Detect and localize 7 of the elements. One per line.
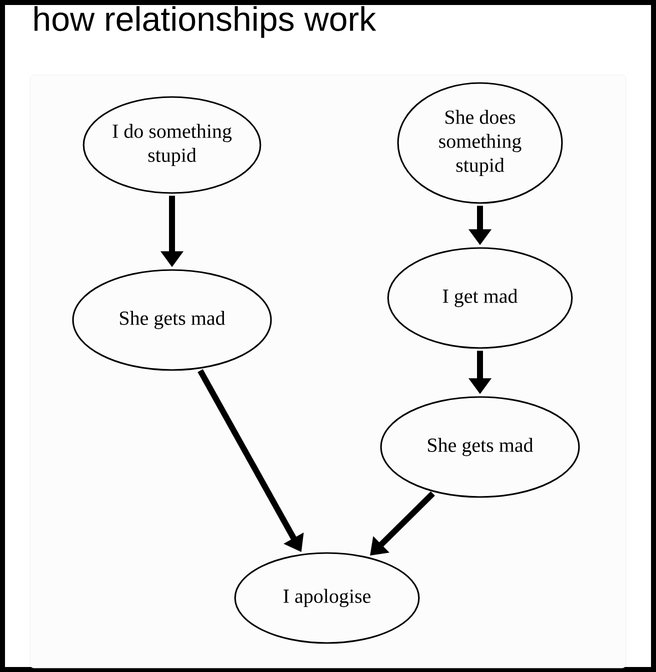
ellipse-node: I do something stupid bbox=[82, 96, 262, 194]
ellipse-node: She does something stupid bbox=[397, 82, 563, 204]
title: how relationships work bbox=[34, 6, 376, 38]
ellipse-node: She gets mad bbox=[380, 396, 580, 498]
ellipse-node: She gets mad bbox=[72, 269, 272, 371]
ellipse-node: I apologise bbox=[234, 552, 420, 644]
ellipse-node: I get mad bbox=[387, 247, 573, 349]
